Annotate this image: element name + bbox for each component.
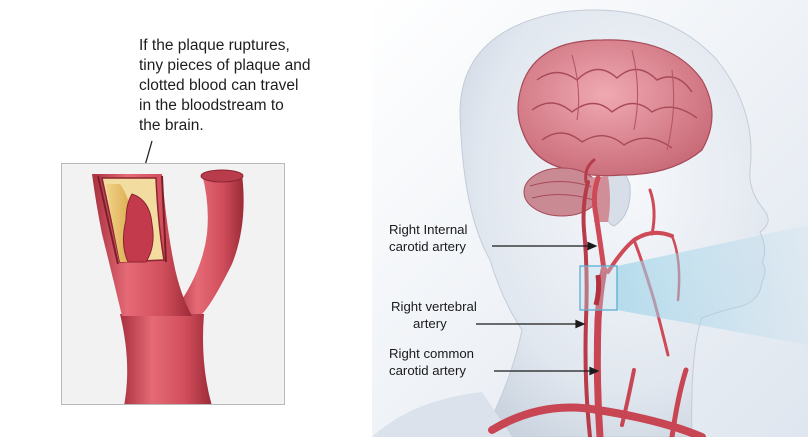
label-vertebral-line-1: Right vertebral	[391, 299, 477, 316]
head-anatomy-panel: Right Internal carotid artery Right vert…	[372, 0, 808, 437]
right-branch-opening	[201, 170, 243, 182]
label-common-carotid-line-1: Right common	[389, 346, 474, 363]
label-internal-carotid-line-1: Right Internal	[389, 222, 467, 239]
artery-bifurcation-drawing	[62, 164, 285, 405]
common-artery-trunk	[120, 314, 212, 405]
label-vertebral: Right vertebral artery	[391, 299, 477, 332]
label-common-carotid-line-2: carotid artery	[389, 363, 474, 380]
artery-bifurcation-box	[61, 163, 285, 405]
label-vertebral-line-2: artery	[391, 316, 447, 333]
plaque-illustration-panel: If the plaque ruptures, tiny pieces of p…	[0, 0, 372, 437]
right-artery-branch	[172, 174, 244, 314]
label-internal-carotid: Right Internal carotid artery	[389, 222, 467, 255]
label-common-carotid: Right common carotid artery	[389, 346, 474, 379]
label-internal-carotid-line-2: carotid artery	[389, 239, 467, 256]
